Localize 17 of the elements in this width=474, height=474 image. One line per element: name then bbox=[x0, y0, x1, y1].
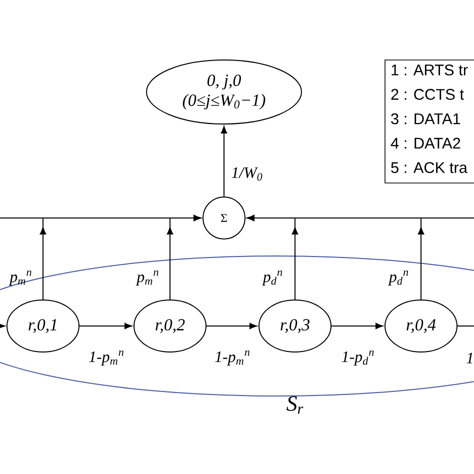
arrow bbox=[0, 322, 5, 330]
edge-label: 1-p$_{d}$n bbox=[342, 350, 374, 366]
node-label: S$_{r}$ bbox=[286, 396, 304, 414]
legend-box: 1 : ARTS tr 2 : CCTS t 3 : DATA1 4 : DATA2 5 : ACK tra bbox=[384, 60, 474, 184]
edge-label: p$_{d}$n bbox=[262, 270, 282, 286]
edge-label: p$_{d}$n bbox=[388, 270, 408, 286]
edge-label: p$_{m}$n bbox=[136, 270, 158, 286]
edge-label: 1-p$_{m}$n bbox=[215, 350, 250, 366]
arrow bbox=[220, 126, 228, 197]
edge-label: 1 bbox=[466, 352, 472, 364]
arrow bbox=[206, 322, 258, 330]
arrow bbox=[331, 322, 384, 330]
arrow bbox=[247, 214, 424, 300]
edge-label: 1-p$_{m}$n bbox=[89, 350, 124, 366]
edge-label: 1/W$_{0}$ bbox=[232, 167, 262, 181]
arrow bbox=[166, 214, 201, 300]
arrow bbox=[79, 322, 132, 330]
